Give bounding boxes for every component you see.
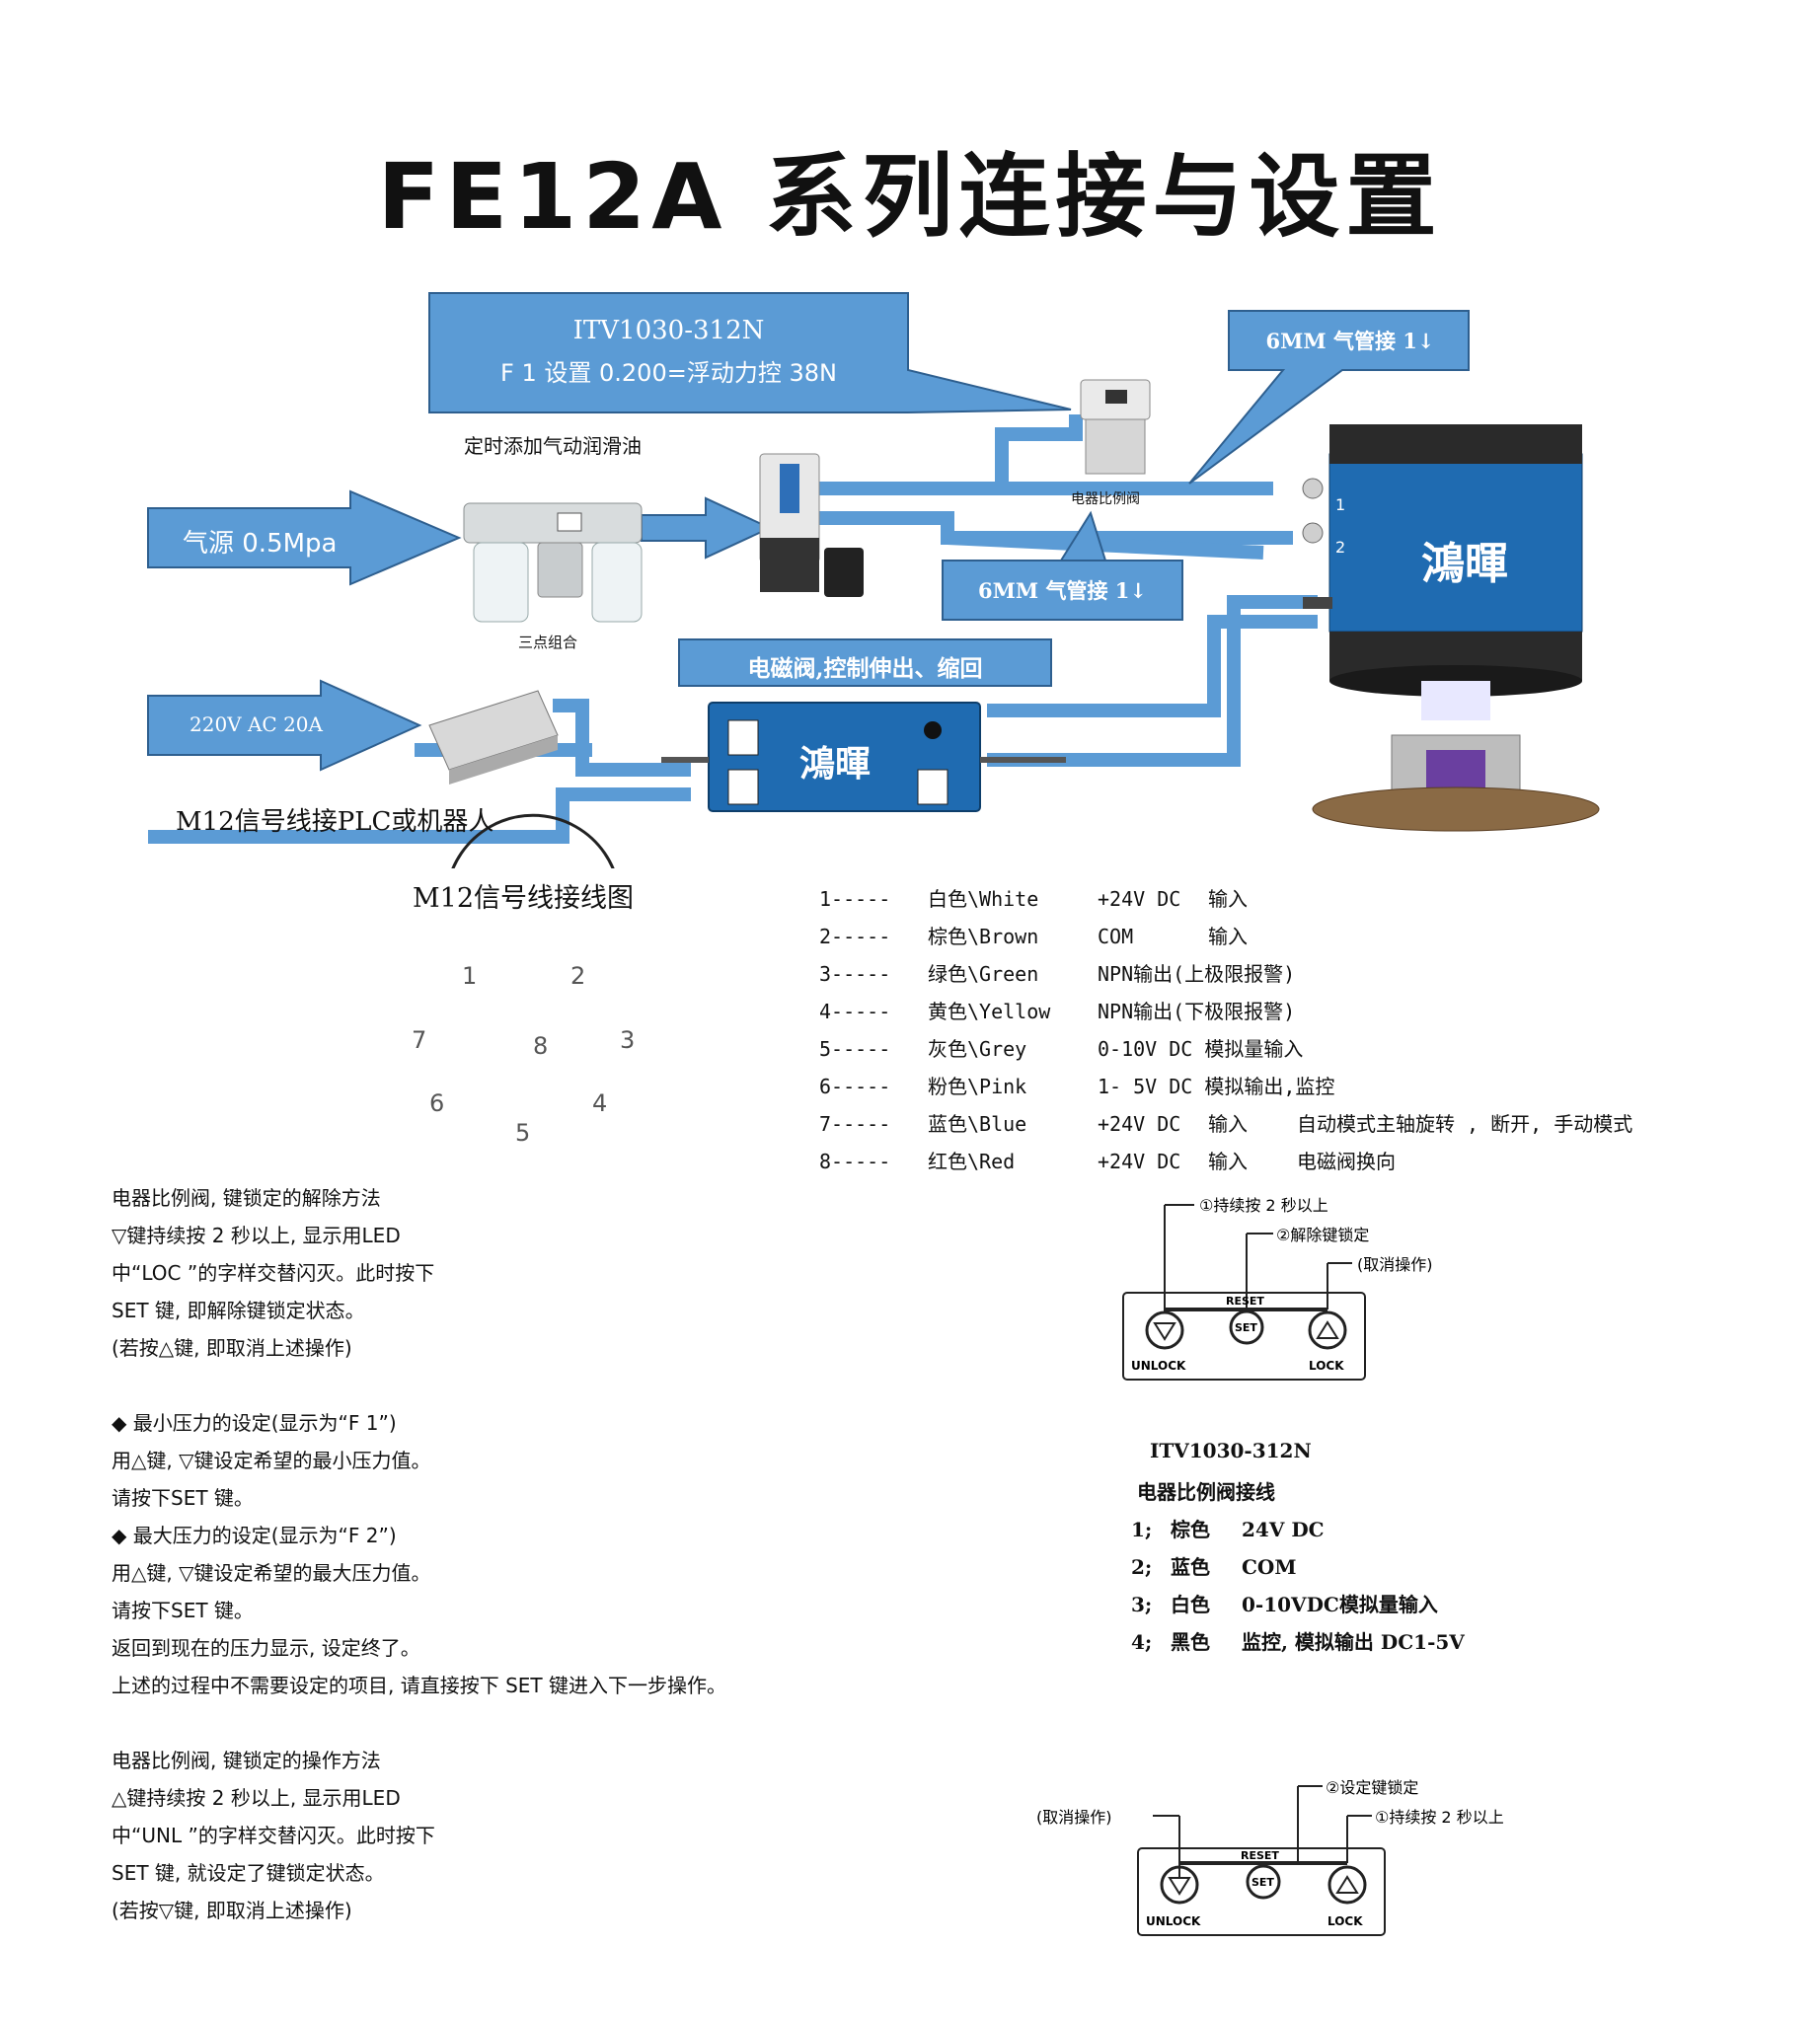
unlock-line: 中“LOC ”的字样交替闪灭。此时按下	[112, 1261, 435, 1285]
wiring-row: 4;黑色监控, 模拟输出 DC1-5V	[1131, 1630, 1465, 1654]
spindle-brand-logo: 鴻暉	[1421, 539, 1508, 589]
regulator-callout-setting: F 1 设置 0.200=浮动力控 38N	[500, 359, 837, 387]
panel2-note1: ②设定键锁定	[1326, 1778, 1418, 1797]
controller-brand-logo: 鴻暉	[799, 743, 872, 785]
lock-line: 电器比例阀, 键锁定的操作方法	[112, 1749, 381, 1772]
panel2-unlock-label: UNLOCK	[1146, 1914, 1201, 1928]
panel2-note2: ①持续按 2 秒以上	[1375, 1808, 1504, 1827]
page-title: FE12A 系列连接与设置	[377, 144, 1443, 250]
pressure-line: 上述的过程中不需要设定的项目, 请直接按下 SET 键进入下一步操作。	[112, 1674, 726, 1697]
port-2-label: 2	[1335, 538, 1346, 557]
panel2-lock-label: LOCK	[1327, 1914, 1363, 1928]
connector-pin-7-label: 7	[412, 1026, 427, 1054]
unlock-line: ▽键持续按 2 秒以上, 显示用LED	[112, 1224, 401, 1247]
lock-line: △键持续按 2 秒以上, 显示用LED	[112, 1786, 401, 1810]
m12-title: M12信号线接线图	[413, 883, 635, 914]
panel1-set-label: SET	[1235, 1321, 1257, 1334]
panel1-reset-label: RESET	[1226, 1295, 1264, 1308]
power-supply	[428, 690, 559, 785]
regulator-callout	[428, 292, 1072, 413]
regulator-callout-model: ITV1030-312N	[572, 316, 765, 345]
panel1-note3: (取消操作)	[1357, 1255, 1433, 1274]
panel1-lock-label: LOCK	[1309, 1359, 1344, 1373]
controller-box	[661, 702, 1066, 812]
pressure-line: 请按下SET 键。	[112, 1599, 254, 1622]
solenoid-valve	[759, 453, 864, 597]
m12-connector-drawing	[451, 813, 615, 868]
frl-unit	[463, 502, 643, 623]
tube-callout-mid	[942, 510, 1183, 621]
wiring-title-model: ITV1030-312N	[1150, 1439, 1312, 1462]
panel1-note1: ①持续按 2 秒以上	[1199, 1196, 1328, 1215]
unlock-line: SET 键, 即解除键锁定状态。	[112, 1299, 365, 1322]
air-pipes	[148, 414, 1318, 844]
key-panel-lock: ②设定键锁定 ①持续按 2 秒以上 (取消操作) RESET SET UNLOC…	[1036, 1778, 1504, 1936]
wiring-title: 电器比例阀接线	[1137, 1480, 1275, 1504]
connector-pin-6-label: 6	[429, 1089, 445, 1117]
power-arrow	[147, 679, 422, 772]
panel1-unlock-label: UNLOCK	[1131, 1359, 1186, 1373]
panel2-note3: (取消操作)	[1036, 1808, 1112, 1827]
tube-callout-mid-text: 6MM 气管接 1↓	[978, 578, 1147, 603]
connector-pin-8-label: 8	[533, 1032, 549, 1060]
air-source-label: 气源 0.5Mpa	[183, 529, 338, 559]
connector-pin-2-label: 2	[570, 962, 586, 990]
panel1-note2: ②解除键锁定	[1276, 1226, 1369, 1244]
unlock-line: 电器比例阀, 键锁定的解除方法	[112, 1186, 381, 1210]
tube-callout-top-text: 6MM 气管接 1↓	[1265, 329, 1435, 353]
regulator-label: 电器比例阀	[1071, 491, 1140, 507]
panel2-reset-label: RESET	[1241, 1849, 1279, 1862]
signal-cable-label: M12信号线接PLC或机器人	[176, 807, 494, 837]
power-label: 220V AC 20A	[190, 712, 323, 736]
lock-line: SET 键, 就设定了键锁定状态。	[112, 1861, 385, 1885]
pressure-line: ◆ 最大压力的设定(显示为“F 2”)	[112, 1524, 397, 1547]
solenoid-callout	[678, 638, 1052, 687]
connector-pin-1-label: 1	[462, 962, 478, 990]
pressure-line: 请按下SET 键。	[112, 1486, 254, 1510]
key-panel-unlock: ①持续按 2 秒以上 ②解除键锁定 (取消操作) RESET SET UNLOC…	[1122, 1196, 1433, 1381]
panel2-set-label: SET	[1251, 1876, 1274, 1889]
spindle-actuator	[1302, 424, 1600, 832]
unlock-line: (若按△键, 即取消上述操作)	[112, 1336, 352, 1360]
solenoid-callout-text: 电磁阀,控制伸出、缩回	[747, 655, 983, 682]
lubrication-label: 定时添加气动润滑油	[464, 434, 642, 458]
connector-pin-4-label: 4	[592, 1089, 608, 1117]
pneumatic-connection-diagram	[147, 292, 1600, 868]
connector-pin-3-label: 3	[620, 1026, 636, 1054]
frl-label: 三点组合	[518, 634, 578, 651]
tube-callout-top	[1188, 310, 1470, 485]
lock-line: 中“UNL ”的字样交替闪灭。此时按下	[112, 1824, 435, 1847]
pressure-line: 返回到现在的压力显示, 设定终了。	[112, 1636, 420, 1660]
pressure-line: ◆ 最小压力的设定(显示为“F 1”)	[112, 1411, 397, 1435]
port-1-label: 1	[1335, 495, 1346, 514]
connector-pin-5-label: 5	[515, 1119, 531, 1147]
pressure-line: 用△键, ▽键设定希望的最小压力值。	[112, 1449, 431, 1472]
regulator-unit	[1080, 379, 1151, 475]
air-source-arrow	[147, 489, 462, 586]
lock-line: (若按▽键, 即取消上述操作)	[112, 1899, 352, 1922]
frl-to-valve-arrow	[641, 496, 773, 560]
pressure-line: 用△键, ▽键设定希望的最大压力值。	[112, 1561, 431, 1585]
